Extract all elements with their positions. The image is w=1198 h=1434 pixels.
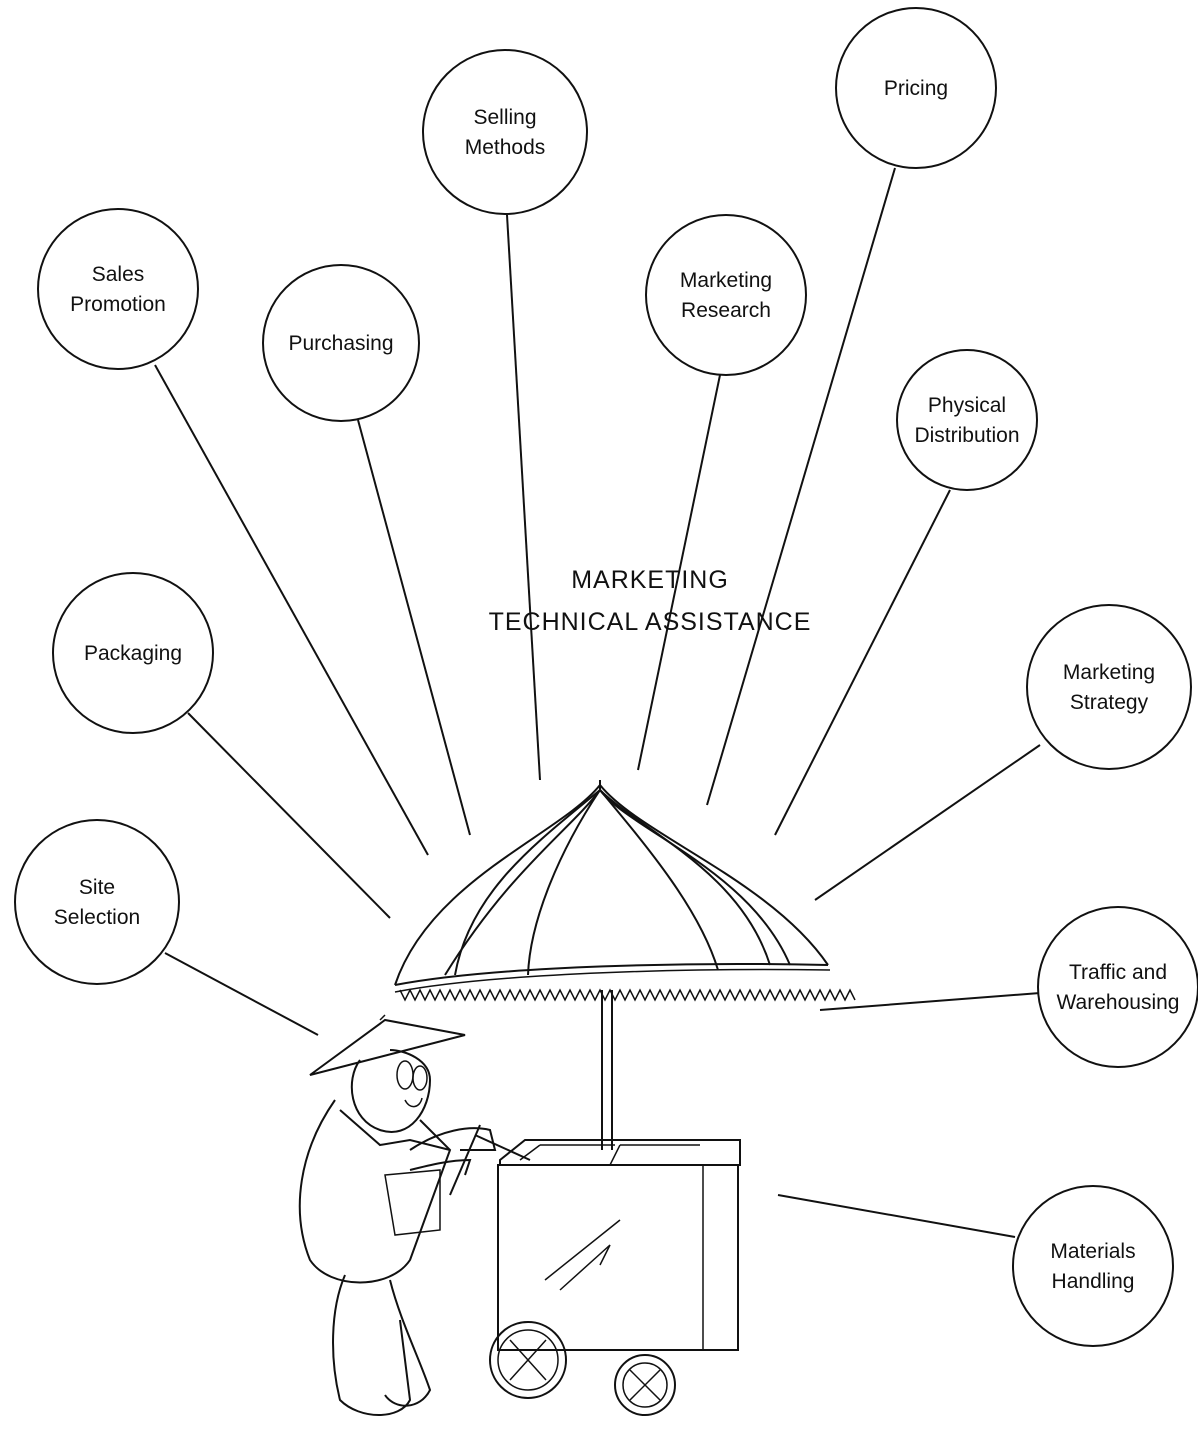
node-circle-pricing bbox=[835, 7, 997, 169]
node-circle-site-selection bbox=[14, 819, 180, 985]
cart-icon bbox=[489, 1139, 741, 1416]
node-label-site-selection-2: Selection bbox=[54, 906, 140, 929]
node-circle-traffic-warehousing bbox=[1037, 906, 1198, 1068]
node-label-selling-methods-1: Selling bbox=[473, 106, 536, 129]
node-pricing: Pricing bbox=[835, 7, 997, 169]
connector-pricing bbox=[706, 167, 896, 806]
node-label-sales-promotion-2: Promotion bbox=[70, 293, 166, 316]
node-circle-marketing-research bbox=[645, 214, 807, 376]
node-label-packaging-1: Packaging bbox=[84, 642, 182, 665]
node-label-sales-promotion-1: Sales bbox=[92, 263, 145, 286]
node-label-marketing-strategy-1: Marketing bbox=[1063, 661, 1155, 684]
connector-packaging bbox=[187, 712, 391, 919]
connector-purchasing bbox=[357, 419, 471, 836]
node-circle-sales-promotion bbox=[37, 208, 199, 370]
node-circle-physical-distribution bbox=[896, 349, 1038, 491]
node-circle-packaging bbox=[52, 572, 214, 734]
vendor-cart-umbrella-illustration bbox=[298, 780, 856, 1416]
node-label-materials-handling-1: Materials bbox=[1050, 1240, 1135, 1263]
title-line-1: MARKETING bbox=[571, 566, 729, 594]
node-label-traffic-warehousing-1: Traffic and bbox=[1069, 961, 1167, 984]
connector-materials-handling bbox=[777, 1194, 1016, 1238]
node-circle-marketing-strategy bbox=[1026, 604, 1192, 770]
node-circle-materials-handling bbox=[1012, 1185, 1174, 1347]
node-label-marketing-research-1: Marketing bbox=[680, 269, 772, 292]
vendor-character-icon bbox=[298, 1014, 531, 1416]
node-label-physical-distribution-1: Physical bbox=[928, 394, 1006, 417]
connector-lines bbox=[154, 167, 1041, 1238]
node-circle-selling-methods bbox=[422, 49, 588, 215]
node-packaging: Packaging bbox=[52, 572, 214, 734]
node-label-purchasing-1: Purchasing bbox=[288, 332, 393, 355]
node-label-pricing-1: Pricing bbox=[884, 77, 948, 100]
node-purchasing: Purchasing bbox=[262, 264, 420, 422]
node-label-marketing-strategy-2: Strategy bbox=[1070, 691, 1149, 714]
title-line-2: TECHNICAL ASSISTANCE bbox=[489, 608, 812, 636]
node-label-marketing-research-2: Research bbox=[681, 299, 771, 322]
connector-marketing-research bbox=[637, 374, 721, 771]
node-label-physical-distribution-2: Distribution bbox=[914, 424, 1019, 447]
node-circle-purchasing bbox=[262, 264, 420, 422]
umbrella-icon bbox=[394, 780, 856, 1150]
connector-sales-promotion bbox=[154, 364, 429, 856]
connector-selling-methods bbox=[506, 214, 541, 781]
center-title: MARKETING TECHNICAL ASSISTANCE bbox=[489, 566, 812, 636]
node-label-selling-methods-2: Methods bbox=[465, 136, 546, 159]
node-label-site-selection-1: Site bbox=[79, 876, 115, 899]
connector-traffic-warehousing bbox=[819, 992, 1041, 1011]
connector-marketing-strategy bbox=[814, 744, 1041, 901]
connector-site-selection bbox=[164, 952, 319, 1036]
node-label-traffic-warehousing-2: Warehousing bbox=[1057, 991, 1180, 1014]
node-label-materials-handling-2: Handling bbox=[1052, 1270, 1135, 1293]
connector-physical-distribution bbox=[774, 489, 951, 836]
